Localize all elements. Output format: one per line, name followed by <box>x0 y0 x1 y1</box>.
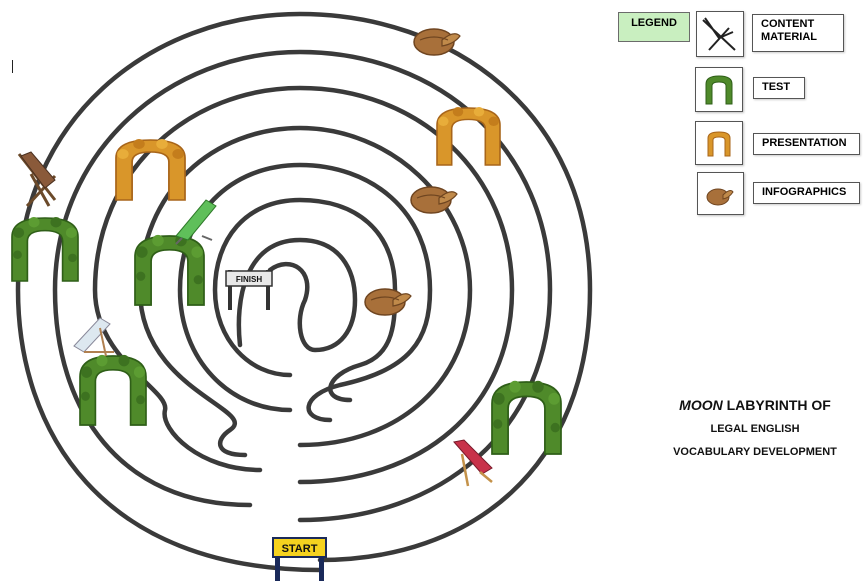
legend-label: PRESENTATION <box>753 133 860 155</box>
presentation-autumn-arch-icon <box>436 106 501 166</box>
legend-label: CONTENT MATERIAL <box>752 14 844 52</box>
legend-label: TEST <box>753 77 805 99</box>
straw-hat-icon <box>706 188 734 206</box>
start-sign: START <box>272 537 327 581</box>
title-line-1-rest: LABYRINTH OF <box>722 397 831 413</box>
labyrinth-map: START FINISH <box>11 11 593 581</box>
maze-ring-outer <box>15 11 593 573</box>
text-cursor <box>12 60 13 73</box>
content-material-deckchair-icon <box>73 317 114 357</box>
title-line-3: VOCABULARY DEVELOPMENT <box>673 446 837 458</box>
content-material-deckchair-icon <box>175 199 217 245</box>
content-material-deckchair-icon <box>453 439 493 487</box>
infographics-straw-hat-icon <box>410 186 458 214</box>
test-hedge-arch-icon <box>134 233 205 306</box>
maze-ring-3 <box>92 85 515 485</box>
test-hedge-arch-icon <box>79 353 147 426</box>
maze-ring-6 <box>212 197 398 403</box>
title-line-1: MOON LABYRINTH OF <box>645 397 863 413</box>
start-label: START <box>282 543 318 555</box>
finish-label: FINISH <box>236 275 262 284</box>
infographics-straw-hat-icon <box>364 288 412 316</box>
legend-icon-box <box>695 121 743 165</box>
title-line-2: LEGAL ENGLISH <box>710 423 800 435</box>
finish-sign: FINISH <box>225 270 273 310</box>
maze-ring-2 <box>52 49 553 523</box>
legend-icon-box <box>695 67 743 112</box>
legend-title: LEGEND <box>618 12 690 42</box>
hedge-arch-icon <box>705 75 733 105</box>
maze-ring-5 <box>177 162 433 423</box>
autumn-arch-icon <box>707 131 731 157</box>
legend-label: INFOGRAPHICS <box>753 182 860 204</box>
title-emphasis: MOON <box>679 397 723 413</box>
maze-ring-4 <box>137 125 473 458</box>
legend-icon-box <box>697 172 744 215</box>
presentation-autumn-arch-icon <box>115 138 186 201</box>
labyrinth-title: MOON LABYRINTH OF LEGAL ENGLISH VOCABULA… <box>645 397 863 469</box>
maze-ring-inner <box>236 237 358 353</box>
legend-icon-box <box>696 11 744 57</box>
test-hedge-arch-icon <box>491 379 562 455</box>
deckchair-icon <box>702 17 736 51</box>
test-hedge-arch-icon <box>11 216 79 282</box>
